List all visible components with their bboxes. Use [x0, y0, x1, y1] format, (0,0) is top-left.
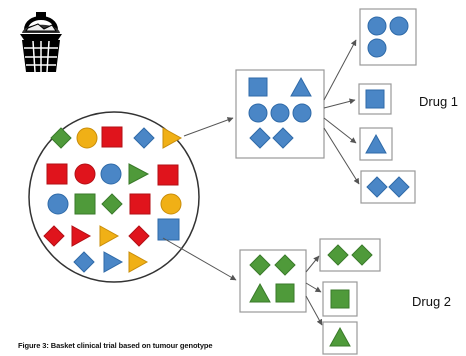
blue-circle-shape: [47, 193, 69, 215]
blue-circles-box: [359, 8, 417, 66]
blue-square-shape: [157, 218, 180, 241]
arrow-to-blue-triangle: [323, 117, 357, 144]
red-diamond-shape: [43, 225, 65, 247]
red-square-shape: [157, 164, 179, 186]
green-square-shape: [275, 283, 295, 303]
green-diamond-shape: [50, 127, 72, 149]
blue-square-shape: [248, 77, 268, 97]
arrow-to-green-triangle: [305, 295, 323, 326]
tumour-basket-circle: [28, 111, 200, 283]
drug-1-label: Drug 1: [419, 94, 459, 109]
blue-triangle-shape: [290, 76, 312, 97]
red-square-shape: [46, 163, 68, 185]
blue-circle-shape: [270, 103, 290, 123]
blue-diamond-shape: [73, 251, 95, 273]
green-diamond-shape: [274, 254, 296, 276]
green-triangle-box: [322, 321, 358, 355]
green-square-box: [322, 281, 358, 317]
blue-selection-box: [235, 69, 325, 159]
orange-triangle-shape: [162, 127, 183, 149]
blue-diamond-shape: [133, 127, 155, 149]
basket-icon: [20, 12, 62, 73]
orange-circle-shape: [160, 193, 182, 215]
figure-caption: Figure 3: Basket clinical trial based on…: [18, 341, 213, 350]
arrow-to-blue-square: [323, 98, 356, 109]
red-triangle-shape: [71, 225, 92, 247]
green-diamond-shape: [249, 254, 271, 276]
blue-diamond-shape: [249, 127, 271, 149]
arrow-to-blue-circles: [323, 39, 357, 101]
blue-diamond-shape: [272, 127, 294, 149]
drug-2-label: Drug 2: [412, 294, 452, 309]
blue-circle-shape: [292, 103, 312, 123]
blue-square-box: [358, 83, 392, 115]
blue-triangle-shape: [103, 251, 124, 273]
green-square-shape: [74, 193, 96, 215]
green-triangle-shape: [128, 163, 150, 185]
red-diamond-shape: [128, 225, 150, 247]
blue-triangle-box: [359, 127, 393, 161]
green-selection-box: [239, 249, 307, 313]
orange-triangle-shape: [99, 225, 120, 247]
arrow-to-green-diamonds: [305, 255, 320, 273]
green-diamond-shape: [101, 193, 123, 215]
blue-diamonds-box: [360, 170, 416, 204]
orange-circle-shape: [76, 127, 98, 149]
green-triangle-shape: [249, 282, 271, 303]
blue-circle-shape: [248, 103, 268, 123]
red-square-shape: [101, 126, 123, 148]
arrow-to-blue-diamonds: [323, 127, 360, 185]
arrow-to-green-square: [305, 282, 322, 293]
arrow-to-drug1-group: [183, 117, 234, 137]
red-square-shape: [129, 193, 151, 215]
orange-triangle-shape: [128, 251, 149, 273]
blue-circle-shape: [100, 163, 122, 185]
red-circle-shape: [74, 163, 96, 185]
arrow-to-drug2-group: [162, 237, 237, 281]
green-diamonds-box: [319, 238, 381, 272]
